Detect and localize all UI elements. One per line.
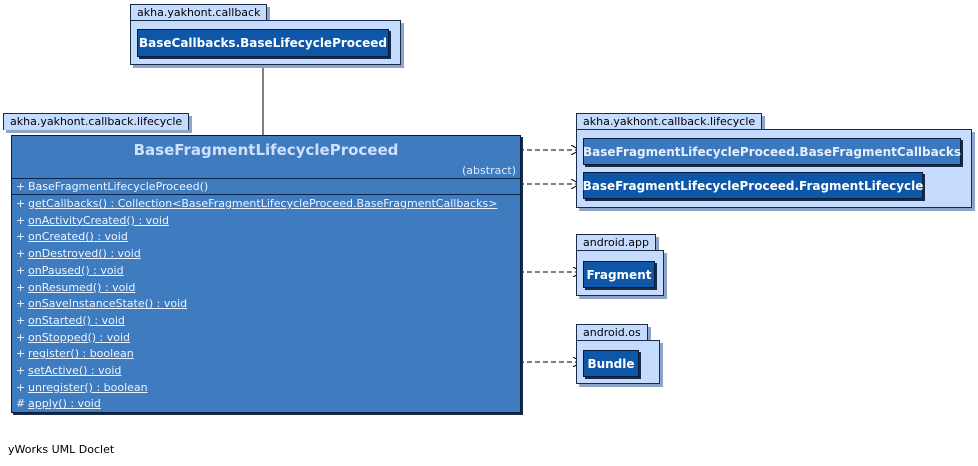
member-signature: register() : boolean xyxy=(28,347,134,361)
visibility-marker: + xyxy=(16,213,26,227)
class-member[interactable]: +onDestroyed() : void xyxy=(16,247,141,260)
member-signature: onResumed() : void xyxy=(28,280,136,294)
visibility-marker: + xyxy=(16,230,26,244)
compartment-divider xyxy=(12,194,520,195)
member-signature: onStopped() : void xyxy=(28,330,131,344)
visibility-marker: + xyxy=(16,263,26,277)
visibility-marker: + xyxy=(16,347,26,361)
package-body: Fragment xyxy=(576,250,664,296)
member-signature: onSaveInstanceState() : void xyxy=(28,297,188,311)
member-signature: onStarted() : void xyxy=(28,313,125,327)
package-label: akha.yakhont.callback.lifecycle xyxy=(576,113,763,130)
class-member[interactable]: +onPaused() : void xyxy=(16,264,124,277)
package-android-app: android.app Fragment xyxy=(576,234,664,296)
member-signature: onDestroyed() : void xyxy=(28,247,141,261)
member-signature: onCreated() : void xyxy=(28,230,128,244)
compartment-divider xyxy=(12,178,520,179)
class-member[interactable]: +onSaveInstanceState() : void xyxy=(16,297,187,310)
member-signature: BaseFragmentLifecycleProceed() xyxy=(28,180,209,193)
package-body: BaseCallbacks.BaseLifecycleProceed xyxy=(130,20,401,65)
visibility-marker: # xyxy=(16,397,26,411)
class-member[interactable]: +getCallbacks() : Collection<BaseFragmen… xyxy=(16,197,497,210)
class-base-fragment-callbacks[interactable]: BaseFragmentLifecycleProceed.BaseFragmen… xyxy=(583,138,961,165)
class-member[interactable]: +unregister() : boolean xyxy=(16,381,148,394)
member-signature: onPaused() : void xyxy=(28,263,124,277)
package-lifecycle-right: akha.yakhont.callback.lifecycle BaseFrag… xyxy=(576,113,972,208)
visibility-marker: + xyxy=(16,280,26,294)
visibility-marker: + xyxy=(16,197,26,210)
member-signature: onActivityCreated() : void xyxy=(28,213,169,227)
package-label: akha.yakhont.callback xyxy=(130,4,268,21)
class-base-fragment-lifecycle-proceed[interactable]: BaseFragmentLifecycleProceed (abstract) … xyxy=(11,135,521,413)
footer-credit: yWorks UML Doclet xyxy=(8,443,115,456)
visibility-marker: + xyxy=(16,297,26,311)
member-signature: unregister() : boolean xyxy=(28,380,148,394)
class-bundle[interactable]: Bundle xyxy=(583,350,639,377)
package-android-os: android.os Bundle xyxy=(576,324,660,384)
class-member[interactable]: +onStopped() : void xyxy=(16,331,130,344)
visibility-marker: + xyxy=(16,313,26,327)
member-signature: apply() : void xyxy=(28,397,101,411)
visibility-marker: + xyxy=(16,247,26,261)
class-member[interactable]: +onResumed() : void xyxy=(16,281,135,294)
class-member[interactable]: +onCreated() : void xyxy=(16,230,128,243)
member-signature: getCallbacks() : Collection<BaseFragment… xyxy=(28,197,498,210)
package-body: Bundle xyxy=(576,340,660,384)
package-label: android.os xyxy=(576,324,648,341)
package-callback: akha.yakhont.callback BaseCallbacks.Base… xyxy=(130,4,401,65)
member-signature: setActive() : void xyxy=(28,364,122,377)
package-label: akha.yakhont.callback.lifecycle xyxy=(3,113,190,130)
visibility-marker: + xyxy=(16,380,26,394)
class-title: BaseFragmentLifecycleProceed xyxy=(133,141,399,159)
class-fragment[interactable]: Fragment xyxy=(583,261,655,288)
package-body: BaseFragmentLifecycleProceed.BaseFragmen… xyxy=(576,129,972,208)
class-stereotype: (abstract) xyxy=(462,164,516,177)
class-member[interactable]: +register() : boolean xyxy=(16,347,134,360)
visibility-marker: + xyxy=(16,330,26,344)
class-member[interactable]: +onActivityCreated() : void xyxy=(16,214,169,227)
visibility-marker: + xyxy=(16,180,26,193)
class-base-lifecycle-proceed[interactable]: BaseCallbacks.BaseLifecycleProceed xyxy=(137,29,389,57)
visibility-marker: + xyxy=(16,364,26,377)
class-member[interactable]: +setActive() : void xyxy=(16,364,121,377)
package-lifecycle-main: akha.yakhont.callback.lifecycle BaseFrag… xyxy=(3,113,528,424)
class-member[interactable]: +BaseFragmentLifecycleProceed() xyxy=(16,180,208,193)
class-member[interactable]: +onStarted() : void xyxy=(16,314,125,327)
class-member[interactable]: #apply() : void xyxy=(16,397,101,410)
package-label: android.app xyxy=(576,234,656,251)
class-fragment-lifecycle[interactable]: BaseFragmentLifecycleProceed.FragmentLif… xyxy=(583,172,923,199)
